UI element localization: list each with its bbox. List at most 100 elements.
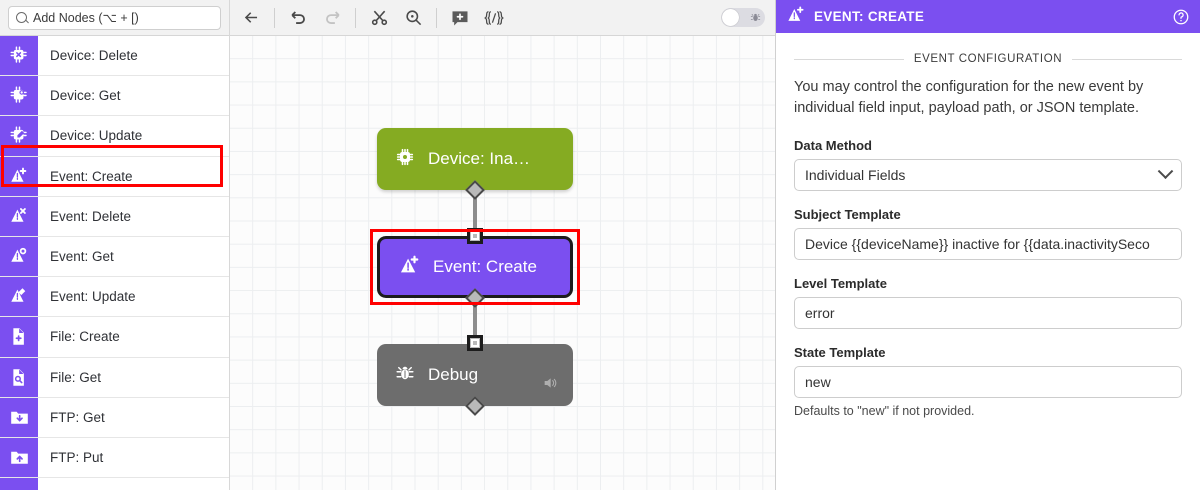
node-output-port[interactable] [465,396,485,416]
data-method-label: Data Method [794,138,872,154]
node-output-port[interactable] [465,288,485,308]
speaker-icon [541,375,559,396]
section-title: EVENT CONFIGURATION [913,53,1063,65]
folder-upload-icon [0,437,38,478]
search-input[interactable]: Add Nodes (⌥ + [) [8,5,221,30]
level-template-input[interactable]: error [794,297,1182,330]
palette-item-label: FTP: Put [50,449,104,465]
palette-item-label: Device: Update [50,128,143,144]
chip-icon [395,147,415,172]
canvas-grid[interactable]: Device: Ina… Event: Create [230,36,775,490]
toolbar-divider-1 [274,7,275,28]
event-configuration-section-header: EVENT CONFIGURATION [794,53,1183,65]
palette-item-event-get[interactable]: Event: Get [0,236,229,278]
debug-toggle-wrapper [721,8,765,27]
braces-icon[interactable] [477,4,511,32]
bug-icon [750,12,761,23]
warning-get-icon [0,236,38,277]
warning-plus-icon [786,5,805,29]
toggle-knob [722,9,739,26]
data-method-value: Individual Fields [805,167,906,184]
palette-search-bar: Add Nodes (⌥ + [) [0,0,229,36]
warning-plus-icon [0,156,38,196]
subject-template-value: Device {{deviceName}} inactive for {{dat… [805,236,1150,253]
cloud-download-icon [0,478,38,490]
help-circle-icon[interactable] [1172,8,1190,26]
canvas-node-title: Event: Create [433,257,537,276]
search-placeholder: Add Nodes (⌥ + [) [33,11,139,25]
palette-item-label: Device: Delete [50,48,138,64]
state-template-input[interactable]: new [794,366,1182,399]
palette-item-event-create[interactable]: Event: Create [0,156,229,197]
subject-template-label: Subject Template [794,207,901,223]
palette-item-device-delete[interactable]: Device: Delete [0,36,229,77]
state-template-helper: Defaults to "new" if not provided. [794,404,975,419]
undo-button[interactable] [281,4,315,32]
add-comment-button[interactable] [443,4,477,32]
state-template-value: new [805,374,831,391]
section-rule-left [794,58,904,60]
workflow-canvas-area: Device: Ina… Event: Create [230,0,775,490]
state-template-label: State Template [794,345,886,361]
palette-item-label: FTP: Get [50,409,105,425]
config-panel-body: EVENT CONFIGURATION You may control the … [776,33,1200,418]
node-input-port[interactable] [467,228,483,244]
chevron-down-icon [1157,163,1174,179]
config-description: You may control the configuration for th… [794,79,1144,116]
palette-item-label: File: Get [50,369,102,385]
palette-item-label: File: Create [50,329,120,345]
palette-item-device-update[interactable]: Device: Update [0,116,229,157]
warning-update-icon [0,277,38,317]
chip-delete-icon [0,36,38,76]
wire-device-to-event [473,184,477,232]
zoom-button[interactable] [396,4,430,32]
section-rule-right [1072,58,1183,60]
level-template-label: Level Template [794,276,887,292]
palette-item-device-get[interactable]: Device: Get [0,76,229,117]
palette-item-ftp-get[interactable]: FTP: Get [0,397,229,438]
toolbar-divider-3 [436,7,437,28]
debug-toggle[interactable] [721,8,765,27]
canvas-node-title: Device: Ina… [428,149,531,168]
palette-item-event-update[interactable]: Event: Update [0,277,229,318]
file-search-icon [0,357,38,397]
config-panel-header: EVENT: CREATE [776,0,1200,33]
palette-item-label: Event: Create [50,168,133,184]
subject-template-input[interactable]: Device {{deviceName}} inactive for {{dat… [794,228,1182,261]
folder-download-icon [0,397,38,437]
chip-get-icon [0,76,38,116]
toolbar-divider-2 [355,7,356,28]
config-panel-title: EVENT: CREATE [814,9,925,24]
canvas-node-event-create[interactable]: Event: Create [377,228,573,308]
canvas-toolbar [230,0,775,36]
palette-item-label: Event: Get [50,249,114,265]
bug-icon [395,363,415,388]
palette-item-file-get[interactable]: File: Get [0,357,229,398]
palette-item-ftp-put[interactable]: FTP: Put [0,437,229,479]
wire-event-to-debug [473,292,477,340]
node-output-port[interactable] [465,180,485,200]
warning-delete-icon [0,196,38,236]
back-button[interactable] [234,4,268,32]
palette-item-label: Device: Get [50,88,121,104]
node-input-port[interactable] [467,335,483,351]
canvas-node-title: Debug [428,365,479,384]
palette-item-gcp-storage-get[interactable]: GCP Storage: Get [0,478,229,490]
cut-button[interactable] [362,4,396,32]
file-plus-icon [0,317,38,357]
canvas-node-device-inactivity[interactable]: Device: Ina… [377,128,573,200]
redo-button[interactable] [315,4,349,32]
warning-plus-icon [398,254,420,281]
canvas-node-debug[interactable]: Debug [377,335,573,416]
search-icon [16,12,27,23]
palette-item-file-create[interactable]: File: Create [0,317,229,358]
palette-item-label: Event: Delete [50,208,132,224]
palette-item-label: Event: Update [50,289,136,305]
node-config-panel: EVENT: CREATE EVENT CONFIGURATION You ma… [775,0,1200,490]
palette-item-event-delete[interactable]: Event: Delete [0,196,229,237]
data-method-input[interactable]: Individual Fields [794,159,1182,192]
palette-item-label: GCP Storage: Get [38,478,159,490]
